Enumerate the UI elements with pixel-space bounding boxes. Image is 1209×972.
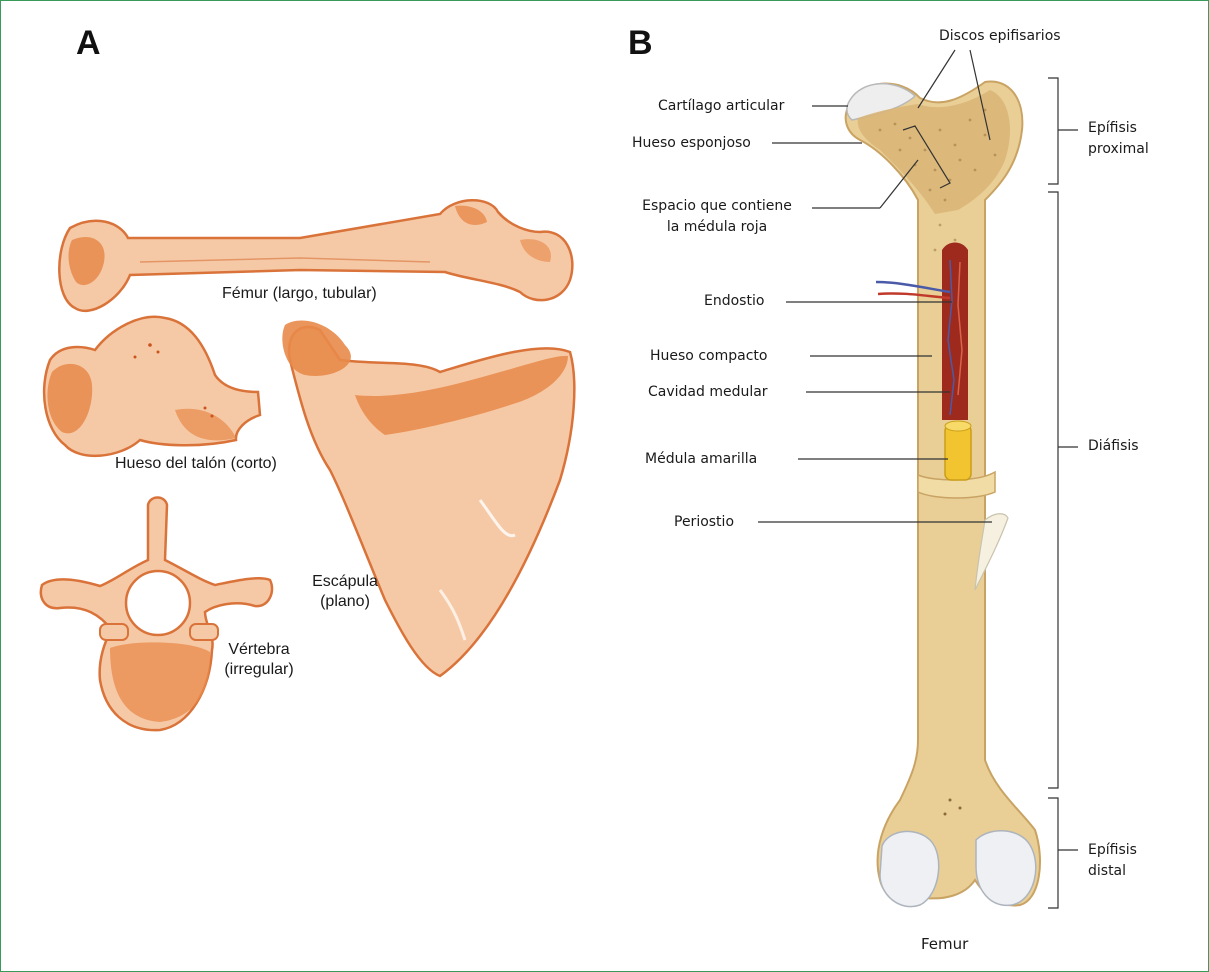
label-epifisis-distal: Epífisis distal [1088, 840, 1137, 882]
femur-anatomy-illustration [846, 82, 1040, 907]
label-scapula: Escápula (plano) [300, 572, 390, 612]
label-femur-caption: Femur [921, 934, 968, 955]
label-epifisis-proximal: Epífisis proximal [1088, 118, 1149, 160]
label-espacio-medula-roja: Espacio que contiene la médula roja [628, 196, 806, 238]
label-endostio: Endostio [704, 291, 764, 312]
label-epifisis-distal-line1: Epífisis [1088, 840, 1137, 861]
label-vertebra-line1: Vértebra [214, 640, 304, 660]
label-diafisis: Diáfisis [1088, 436, 1139, 457]
label-espacio-line2: la médula roja [628, 217, 806, 238]
label-hueso-compacto: Hueso compacto [650, 346, 767, 367]
label-epifisis-distal-line2: distal [1088, 861, 1137, 882]
label-cartilago-articular: Cartílago articular [658, 96, 784, 117]
label-epifisis-proximal-line2: proximal [1088, 139, 1149, 160]
label-epifisis-proximal-line1: Epífisis [1088, 118, 1149, 139]
label-hueso-esponjoso: Hueso esponjoso [632, 133, 751, 154]
label-femur: Fémur (largo, tubular) [222, 284, 377, 304]
vertebra-illustration [41, 498, 272, 731]
scapula-illustration [282, 321, 574, 676]
label-cavidad-medular: Cavidad medular [648, 382, 768, 403]
label-vertebra: Vértebra (irregular) [214, 640, 304, 680]
label-heel-bone: Hueso del talón (corto) [115, 454, 277, 474]
label-vertebra-line2: (irregular) [214, 660, 304, 680]
label-scapula-line2: (plano) [300, 592, 390, 612]
label-scapula-line1: Escápula [300, 572, 390, 592]
label-medula-amarilla: Médula amarilla [645, 449, 757, 470]
label-espacio-line1: Espacio que contiene [628, 196, 806, 217]
label-periostio: Periostio [674, 512, 734, 533]
heel-bone-illustration [44, 317, 260, 456]
label-discos-epifisarios: Discos epifisarios [939, 26, 1061, 47]
